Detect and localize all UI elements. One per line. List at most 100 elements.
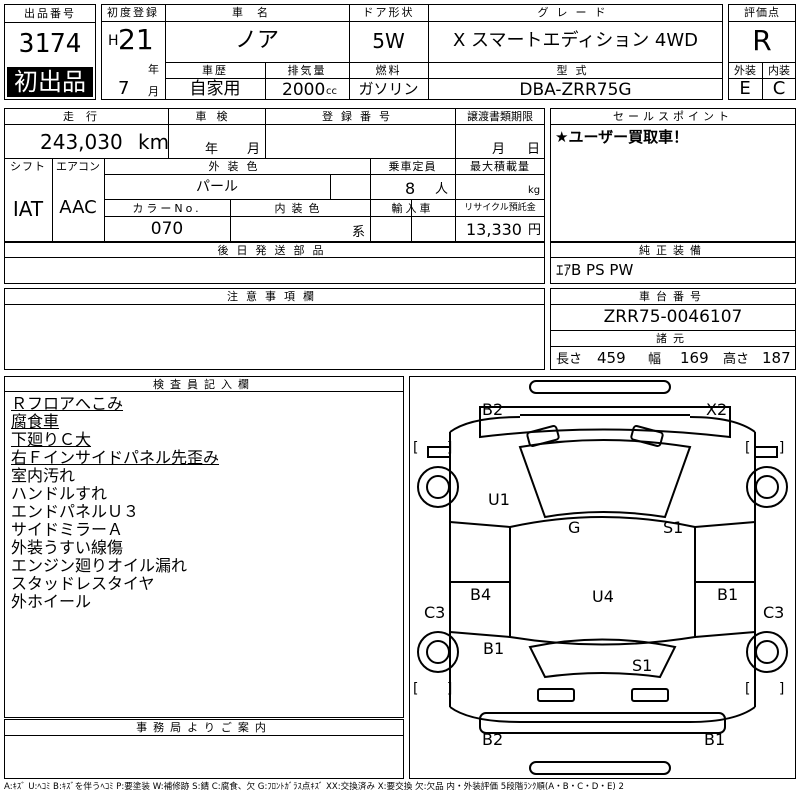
recycle-unit: 円 [528, 223, 542, 238]
car-name: ノア [234, 28, 279, 53]
mileage-label: 走行 [63, 110, 109, 123]
interior-grade: C [772, 78, 786, 99]
color: パール [196, 179, 238, 195]
inspection-year-unit: 年 [205, 142, 219, 157]
sales-point: ★ユーザー買取車！ [555, 128, 689, 146]
chassis-box [550, 288, 796, 370]
genuine-equipment: ｴｱB PS PW [556, 261, 634, 279]
mileage: 243,030 [40, 130, 123, 154]
shift-label: シフト [10, 160, 46, 173]
reg-year: 21 [118, 23, 154, 56]
chassis-label: 車台番号 [639, 290, 707, 303]
width-label: 幅 [648, 352, 662, 367]
first-listing-badge: 初出品 [7, 67, 93, 97]
exterior-grade: E [739, 78, 751, 99]
legend: A:ｷｽﾞ U:ﾍｺﾐ B:ｷｽﾞを伴うﾍｺﾐ P:要塗装 W:補修跡 S:錆 … [4, 782, 624, 792]
transfer-month-unit: 月 [492, 142, 506, 157]
sales-point-box [550, 108, 796, 242]
damage-mark-c3-left: C3 [424, 603, 446, 622]
bracket-left-top: [ ] [413, 440, 465, 456]
plate-label: 登録番号 [322, 110, 398, 123]
color-no-label: カラーNo. [132, 202, 202, 215]
length-label: 長さ [556, 352, 583, 367]
door-label: ドア形状 [362, 6, 415, 19]
score: R [752, 24, 772, 57]
inspector-note: 外装うすい線傷 [11, 538, 124, 557]
vehicle-info-box [4, 108, 545, 242]
caution-box [4, 288, 545, 370]
inspector-note: 右Ｆインサイドパネル先歪み [11, 448, 220, 467]
model-label: 型式 [556, 64, 595, 77]
inspector-box [4, 376, 404, 718]
fuel-label: 燃料 [375, 64, 402, 77]
fuel: ガソリン [358, 80, 419, 98]
header-main-box [101, 4, 723, 100]
bracket-right-bottom: [ ] [745, 681, 797, 697]
grade: X スマートエディション 4WD [452, 30, 699, 51]
car-diagram-svg [417, 380, 788, 775]
car-name-label: 車名 [232, 6, 282, 19]
capacity-label: 乗車定員 [388, 160, 437, 173]
height-label: 高さ [723, 352, 750, 367]
damage-mark-u1: U1 [488, 490, 510, 509]
history: 自家用 [189, 79, 241, 99]
inspector-note: エンジン廻りオイル漏れ [11, 556, 188, 575]
inspector-note: 外ホイール [11, 592, 92, 611]
score-label: 評価点 [744, 6, 780, 19]
max-load-unit: kg [528, 185, 541, 196]
chassis-number: ZRR75-0046107 [603, 307, 743, 327]
damage-mark-b2-bottom: B2 [482, 730, 504, 749]
damage-mark-b4: B4 [470, 585, 492, 604]
inspector-note: ハンドルすれ [11, 484, 108, 503]
grade-label: グレード [537, 6, 614, 19]
damage-mark-c3-right: C3 [763, 603, 785, 622]
damage-mark-u4: U4 [592, 587, 614, 606]
max-load-label: 最大積載量 [470, 160, 530, 173]
inspector-note: スタッドレスタイヤ [11, 574, 155, 593]
transfer-day-unit: 日 [527, 142, 541, 157]
damage-mark-s1-bottom: S1 [632, 656, 653, 675]
damage-mark-s1-right: S1 [663, 518, 684, 537]
reg-month: 7 [118, 78, 130, 99]
model: DBA-ZRR75G [519, 80, 632, 100]
inspection-label: 車検 [195, 110, 238, 123]
displacement: 2000 [282, 80, 326, 100]
damage-diagram: [ ] [ ] [ ] [ ] B2 X2 U1 G S1 B4 U4 B1 C… [409, 376, 796, 779]
recycle: 13,330 [466, 220, 522, 239]
bracket-right-top: [ ] [745, 440, 797, 456]
door-type: 5W [372, 29, 405, 53]
inspector-note: 下廻りＣ大 [11, 430, 92, 449]
lot-number: 3174 [18, 29, 82, 59]
office-label: 事務局よりご案内 [136, 721, 272, 734]
inspector-label: 検査員記入欄 [153, 378, 255, 391]
height: 187 [762, 349, 791, 367]
office-box [4, 719, 404, 779]
genuine-box [550, 242, 796, 284]
ac: AAC [59, 197, 97, 218]
shift: IAT [12, 197, 44, 221]
damage-mark-x2-top: X2 [706, 400, 728, 419]
later-parts-box [4, 242, 545, 284]
first-reg-label: 初度登録 [107, 6, 159, 19]
color-label: 外装色 [208, 160, 266, 173]
later-parts-label: 後日発送部品 [217, 244, 332, 257]
era: H [108, 33, 119, 49]
length: 459 [597, 349, 626, 367]
damage-mark-g: G [568, 518, 581, 537]
inspector-note: エンドパネルＵ３ [11, 502, 140, 521]
damage-mark-b1-bottom: B1 [704, 730, 726, 749]
spec-label: 諸元 [656, 332, 690, 345]
lot-number-box: 出品番号 3174 初出品 [4, 4, 96, 100]
capacity: 8 [405, 179, 416, 198]
mileage-unit: km [138, 130, 170, 154]
damage-mark-b1-left: B1 [483, 639, 505, 658]
inspector-note: Ｒフロアへこみ [11, 394, 124, 413]
sales-point-label: セールスポイント [613, 110, 733, 123]
inspector-notes-list: Ｒフロアへこみ 腐食車 下廻りＣ大 右Ｆインサイドパネル先歪み 室内汚れ ハンド… [11, 395, 401, 611]
exterior-label: 外装 [734, 64, 756, 77]
inspection-month-unit: 月 [247, 142, 261, 157]
genuine-label: 純正装備 [639, 244, 707, 257]
damage-mark-b1-right: B1 [717, 585, 739, 604]
caution-label: 注意事項欄 [227, 290, 322, 303]
interior-label: 内装 [768, 64, 790, 77]
